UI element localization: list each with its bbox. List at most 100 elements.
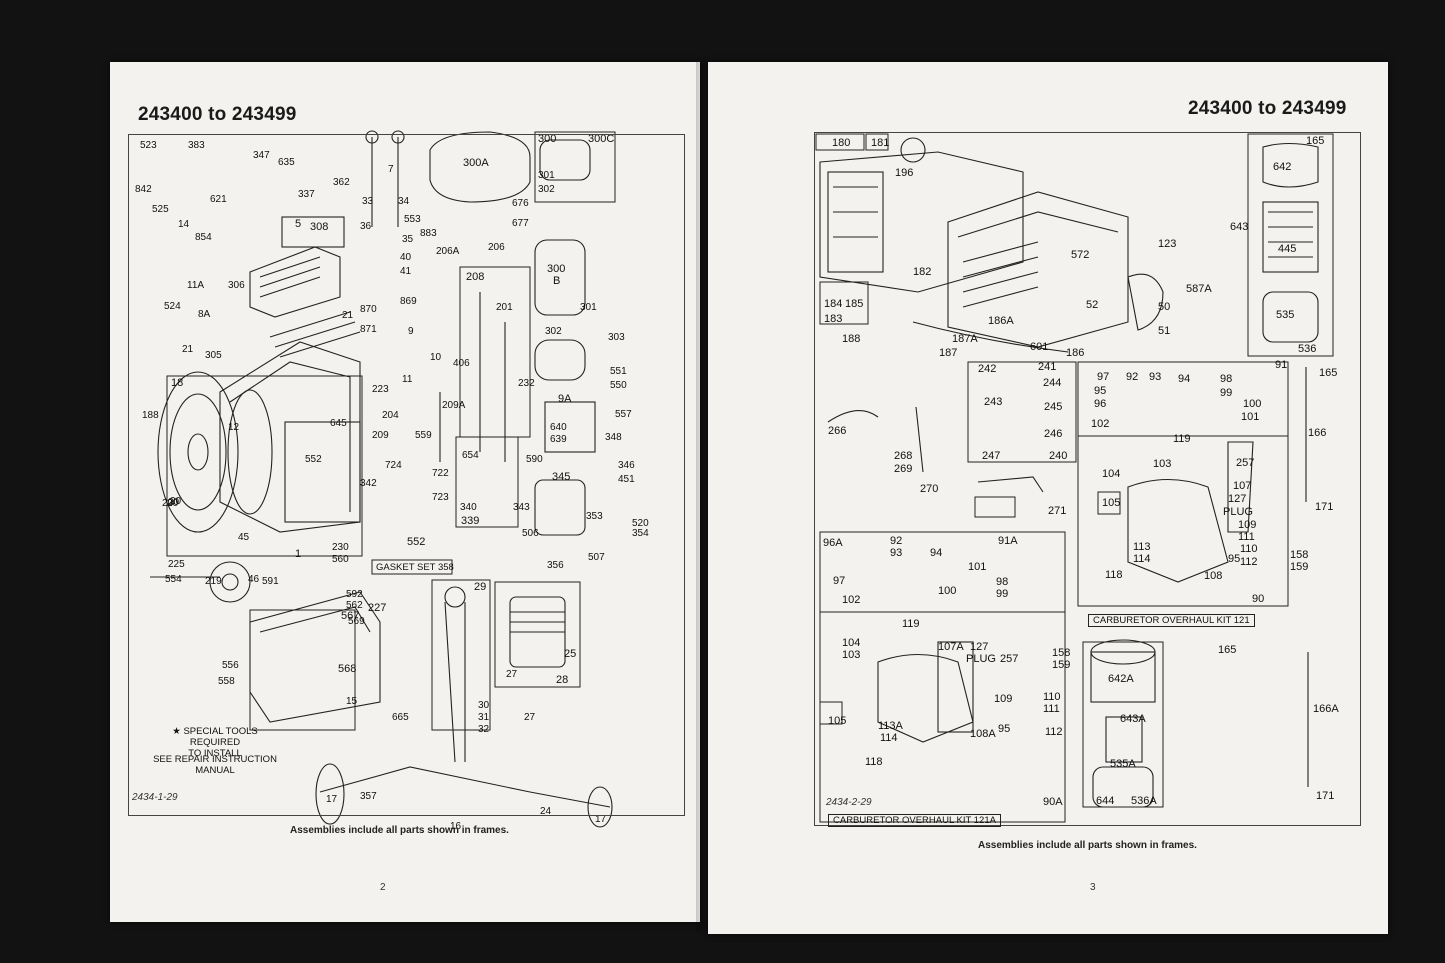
svg-text:572: 572: [1071, 249, 1089, 261]
svg-text:104: 104: [842, 637, 860, 649]
svg-text:241: 241: [1038, 361, 1056, 373]
svg-text:9A: 9A: [558, 393, 572, 405]
svg-text:552: 552: [407, 536, 425, 548]
svg-text:97: 97: [1097, 371, 1109, 383]
svg-text:17: 17: [595, 814, 607, 825]
special-tools-note: ★ SPECIAL TOOLS REQUIRED TO INSTALL: [150, 726, 280, 759]
svg-text:5: 5: [295, 218, 301, 230]
svg-text:27: 27: [506, 669, 518, 680]
svg-text:353: 353: [586, 511, 603, 522]
svg-text:92: 92: [1126, 371, 1138, 383]
svg-text:184: 184: [824, 298, 842, 310]
svg-text:188: 188: [842, 333, 860, 345]
svg-text:507: 507: [588, 552, 605, 563]
svg-text:96A: 96A: [823, 537, 843, 549]
svg-text:186A: 186A: [988, 315, 1014, 327]
drawing-code-left: 2434-1-29: [132, 792, 178, 803]
svg-text:35: 35: [402, 234, 414, 245]
svg-text:525: 525: [152, 204, 169, 215]
svg-text:18: 18: [171, 377, 183, 389]
svg-text:536: 536: [1298, 343, 1316, 355]
svg-text:95: 95: [1228, 553, 1240, 565]
svg-text:181: 181: [871, 137, 889, 149]
svg-text:96: 96: [1094, 398, 1106, 410]
svg-text:204: 204: [382, 410, 399, 421]
special-tools-text: SPECIAL TOOLS REQUIRED: [183, 726, 258, 748]
svg-text:41: 41: [400, 266, 412, 277]
svg-text:102: 102: [1091, 418, 1109, 430]
svg-text:16: 16: [450, 821, 462, 832]
svg-text:123: 123: [1158, 238, 1176, 250]
svg-text:111: 111: [1238, 531, 1255, 543]
svg-text:119: 119: [1173, 433, 1191, 445]
svg-text:269: 269: [894, 463, 912, 475]
svg-text:557: 557: [615, 409, 632, 420]
svg-text:95: 95: [1094, 385, 1106, 397]
svg-text:8A: 8A: [198, 309, 211, 320]
svg-text:554: 554: [165, 574, 182, 585]
exploded-parts-diagram-left: 18 300 300C 208 339 552 25 28 29 568 567…: [135, 130, 649, 832]
svg-text:127: 127: [970, 641, 988, 653]
svg-text:97: 97: [833, 575, 845, 587]
repair-manual-text-2: MANUAL: [195, 765, 235, 776]
svg-text:188: 188: [142, 410, 159, 421]
svg-text:201: 201: [496, 302, 513, 313]
svg-text:17: 17: [326, 794, 338, 805]
svg-text:51: 51: [1158, 325, 1170, 337]
svg-text:95: 95: [998, 723, 1010, 735]
svg-text:50: 50: [1158, 301, 1170, 313]
svg-text:642A: 642A: [1108, 673, 1134, 685]
svg-text:102: 102: [842, 594, 860, 606]
svg-text:10: 10: [430, 352, 442, 363]
svg-text:639: 639: [550, 434, 567, 445]
svg-text:104: 104: [1102, 468, 1120, 480]
svg-text:91: 91: [1275, 359, 1287, 371]
svg-text:722: 722: [432, 468, 449, 479]
svg-text:343: 343: [513, 502, 530, 513]
svg-text:869: 869: [400, 296, 417, 307]
svg-text:347: 347: [253, 150, 270, 161]
svg-text:230: 230: [332, 542, 349, 553]
svg-text:645: 645: [330, 418, 347, 429]
svg-text:206A: 206A: [436, 246, 460, 257]
svg-text:93: 93: [890, 547, 902, 559]
svg-text:29: 29: [474, 581, 486, 593]
svg-text:266: 266: [828, 425, 846, 437]
svg-text:244: 244: [1043, 377, 1061, 389]
svg-text:569: 569: [348, 616, 365, 627]
svg-text:36: 36: [360, 221, 372, 232]
page-number-right: 3: [1090, 882, 1096, 893]
svg-text:306: 306: [228, 280, 245, 291]
svg-text:21: 21: [342, 310, 354, 321]
svg-text:166A: 166A: [1313, 703, 1339, 715]
svg-text:553: 553: [404, 214, 421, 225]
svg-text:842: 842: [135, 184, 152, 195]
svg-text:560: 560: [332, 554, 349, 565]
svg-text:301: 301: [538, 170, 555, 181]
svg-text:308: 308: [310, 221, 328, 233]
gasket-set-label: GASKET SET 358: [376, 562, 454, 573]
svg-text:93: 93: [1149, 371, 1161, 383]
svg-text:182: 182: [913, 266, 931, 278]
svg-text:724: 724: [385, 460, 402, 471]
svg-text:108: 108: [1204, 570, 1222, 582]
svg-text:25: 25: [564, 648, 576, 660]
star-icon: ★: [172, 726, 181, 737]
svg-text:196: 196: [895, 167, 913, 179]
svg-text:587A: 587A: [1186, 283, 1212, 295]
svg-text:166: 166: [1308, 427, 1326, 439]
svg-text:300: 300: [538, 133, 556, 145]
svg-text:187A: 187A: [952, 333, 978, 345]
svg-text:159: 159: [1052, 659, 1070, 671]
svg-text:346: 346: [618, 460, 635, 471]
svg-text:186: 186: [1066, 347, 1084, 359]
svg-text:337: 337: [298, 189, 315, 200]
svg-text:165: 165: [1319, 367, 1337, 379]
svg-text:206: 206: [488, 242, 505, 253]
svg-text:PLUG: PLUG: [966, 653, 996, 665]
svg-text:209A: 209A: [442, 400, 466, 411]
svg-text:243: 243: [984, 396, 1002, 408]
svg-text:601: 601: [1030, 341, 1048, 353]
svg-text:B: B: [553, 275, 560, 287]
